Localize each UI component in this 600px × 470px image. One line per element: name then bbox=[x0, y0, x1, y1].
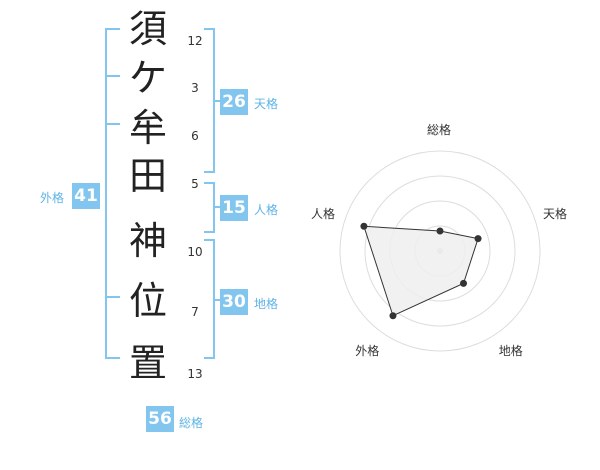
radar-label-5: 人格 bbox=[310, 207, 335, 222]
tenkaku-label: 天格 bbox=[254, 97, 279, 111]
radar-label-1: 総格 bbox=[427, 123, 452, 137]
radar-ring-4 bbox=[339, 150, 541, 352]
name-char-3: 牟 bbox=[128, 106, 167, 150]
name-char-1: 須 bbox=[128, 7, 167, 51]
radar-point-5 bbox=[360, 222, 368, 230]
radar-point-2 bbox=[474, 235, 482, 243]
chikaku-value: 30 bbox=[220, 289, 248, 315]
stroke-count-7: 13 bbox=[187, 367, 203, 381]
chikaku-label: 地格 bbox=[254, 297, 279, 311]
soukaku-value: 56 bbox=[146, 406, 174, 432]
radar-label-3: 地格 bbox=[498, 343, 523, 358]
jinkaku-value: 15 bbox=[220, 195, 248, 221]
stroke-count-3: 6 bbox=[191, 129, 199, 143]
stroke-count-2: 3 bbox=[191, 81, 199, 95]
name-char-7: 置 bbox=[128, 341, 167, 385]
name-char-2: ケ bbox=[128, 56, 167, 100]
radar-label-4: 外格 bbox=[355, 343, 380, 358]
tenkaku-value: 26 bbox=[220, 89, 248, 115]
gaikaku-bracket bbox=[105, 28, 120, 359]
soukaku-label: 総格 bbox=[179, 416, 204, 430]
radar-point-3 bbox=[460, 279, 468, 287]
radar-ring-3 bbox=[364, 175, 516, 327]
radar-point-1 bbox=[436, 227, 444, 235]
name-char-6: 位 bbox=[128, 279, 167, 323]
gaikaku-value: 41 bbox=[72, 183, 100, 209]
stroke-count-1: 12 bbox=[187, 34, 203, 48]
name-char-5: 神 bbox=[128, 219, 167, 263]
name-char-4: 田 bbox=[128, 154, 167, 198]
gaikaku-label: 外格 bbox=[40, 191, 65, 205]
radar-point-4 bbox=[389, 312, 397, 320]
stroke-count-4: 5 bbox=[191, 177, 199, 191]
jinkaku-label: 人格 bbox=[254, 203, 279, 217]
radar-area bbox=[363, 225, 479, 317]
stroke-count-5: 10 bbox=[187, 245, 203, 259]
radar-label-2: 天格 bbox=[543, 207, 568, 222]
stroke-count-6: 7 bbox=[191, 305, 199, 319]
